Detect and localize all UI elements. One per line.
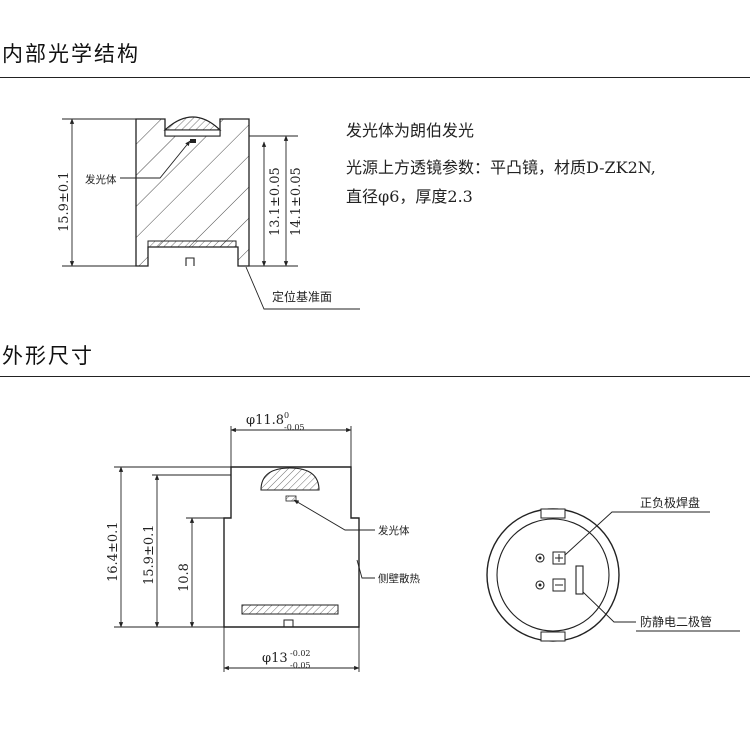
outline-side-view [223, 466, 360, 628]
outline-label-tvs-diode: 防静电二极管 [640, 614, 712, 629]
outline-lens [260, 467, 320, 491]
internal-label-datum-face: 定位基准面 [272, 289, 332, 304]
outline-bottom-view [486, 508, 636, 642]
outline-dimensions [114, 426, 375, 672]
bottom-view-outer-ring [486, 508, 620, 642]
outline-body [223, 466, 360, 628]
outline-bottom-dia-upper: -0.02 [290, 649, 311, 658]
outline-bottom-pad [241, 604, 339, 615]
note-lens-params: 光源上方透镜参数：平凸镜，材质D-ZK2N, [346, 158, 656, 177]
internal-dim-inner-a: 13.1±0.05 [268, 167, 283, 236]
section-divider-internal [0, 77, 750, 78]
outline-bottom-dia: φ13 [262, 651, 288, 666]
internal-bottom-pad [147, 240, 237, 248]
outline-label-side-heat: 侧壁散热 [378, 572, 420, 585]
section-title-internal: 内部光学结构 [2, 42, 140, 66]
outline-top-dia-lower: -0.05 [284, 423, 305, 432]
minus-icon [552, 578, 566, 592]
internal-dimensions [62, 118, 360, 310]
internal-label-emitter: 发光体 [85, 173, 117, 186]
section-divider-outline [0, 376, 750, 377]
outline-height-side: 10.8 [177, 563, 192, 592]
bottom-view-inner-ring [496, 518, 610, 632]
outline-height-body: 15.9±0.1 [142, 524, 157, 585]
outline-height-total: 16.4±0.1 [106, 521, 121, 582]
outline-label-emitter: 发光体 [378, 524, 410, 537]
outline-emitter-chip [285, 495, 297, 502]
internal-cross-section [135, 116, 250, 267]
internal-emitter-chip [190, 139, 196, 143]
plus-icon [552, 551, 566, 565]
note-lambertian: 发光体为朗伯发光 [346, 121, 475, 140]
outline-label-pad-positive: 正负极焊盘 [640, 495, 700, 510]
note-lens-size: 直径φ6，厚度2.3 [346, 187, 473, 206]
internal-lens [163, 116, 222, 131]
section-title-outline: 外形尺寸 [2, 344, 94, 368]
outline-bottom-dia-lower: -0.05 [290, 661, 311, 670]
bottom-view-tvs-diode [575, 565, 584, 595]
bottom-view-pad-negative [535, 580, 545, 590]
internal-dim-inner-b: 14.1±0.05 [289, 167, 304, 236]
bottom-view-pad-positive [535, 553, 545, 563]
internal-dim-total: 15.9±0.1 [57, 171, 72, 232]
outline-top-dia: φ11.8 [246, 413, 284, 428]
outline-top-dia-upper: 0 [284, 411, 289, 420]
